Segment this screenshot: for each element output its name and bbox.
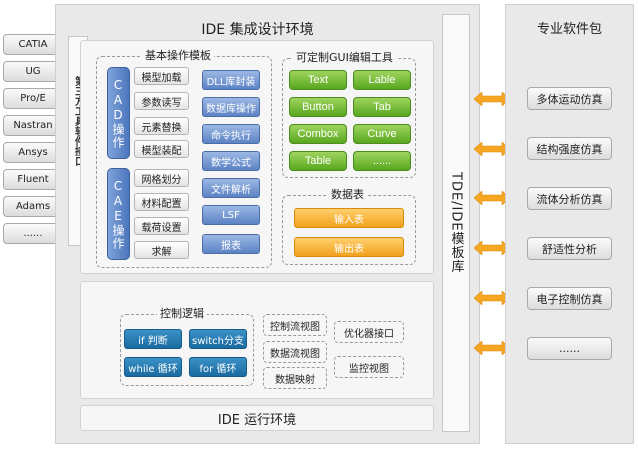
- cad-item-model-assembly[interactable]: 模型装配: [134, 140, 189, 158]
- view-control-flow[interactable]: 控制流视图: [263, 314, 327, 336]
- software-item-structural[interactable]: 结构强度仿真: [527, 137, 612, 160]
- control-item-for[interactable]: for 循环: [189, 357, 247, 377]
- gui-item-text[interactable]: Text: [289, 70, 347, 90]
- tool-button-adams[interactable]: Adams: [3, 196, 63, 217]
- blue-item-file-parse[interactable]: 文件解析: [202, 178, 260, 198]
- tool-button-ug[interactable]: UG: [3, 61, 63, 82]
- gui-item-table[interactable]: Table: [289, 151, 347, 171]
- blue-item-database[interactable]: 数据库操作: [202, 97, 260, 117]
- ide-runtime-bar: IDE 运行环境: [80, 405, 434, 431]
- data-table-input[interactable]: 输入表: [294, 208, 404, 228]
- control-item-if[interactable]: if 判断: [124, 329, 182, 349]
- software-packages-title: 专业软件包: [536, 22, 602, 37]
- gui-item-more[interactable]: ......: [353, 151, 411, 171]
- gui-item-combox[interactable]: Combox: [289, 124, 347, 144]
- double-arrow-icon: [474, 191, 510, 205]
- template-library-bar: TDE/IDE模板库: [442, 14, 470, 432]
- third-party-interface-label: 第三方工具软件接口: [72, 76, 84, 166]
- cad-item-model-load[interactable]: 模型加载: [134, 67, 189, 85]
- control-item-while[interactable]: while 循环: [124, 357, 182, 377]
- gui-tools-title: 可定制GUI编辑工具: [293, 49, 396, 65]
- cad-operations-tab[interactable]: CAD操作: [107, 67, 130, 159]
- gui-item-button[interactable]: Button: [289, 97, 347, 117]
- double-arrow-icon: [474, 142, 510, 156]
- tool-button-ansys[interactable]: Ansys: [3, 142, 63, 163]
- software-item-comfort[interactable]: 舒适性分析: [527, 237, 612, 260]
- control-item-switch[interactable]: switch分支: [189, 329, 247, 349]
- data-table-title: 数据表: [328, 186, 367, 202]
- software-item-fluid[interactable]: 流体分析仿真: [527, 187, 612, 210]
- software-item-multibody[interactable]: 多体运动仿真: [527, 87, 612, 110]
- cad-item-element-replace[interactable]: 元素替换: [134, 117, 189, 135]
- blue-item-dll[interactable]: DLL库封装: [202, 70, 260, 90]
- tool-button-more[interactable]: ......: [3, 223, 63, 244]
- double-arrow-icon: [474, 241, 510, 255]
- software-item-electronic[interactable]: 电子控制仿真: [527, 287, 612, 310]
- cae-item-material[interactable]: 材料配置: [134, 193, 189, 211]
- view-optimizer-interface[interactable]: 优化器接口: [334, 321, 404, 343]
- cae-item-load[interactable]: 载荷设置: [134, 217, 189, 235]
- cae-item-solve[interactable]: 求解: [134, 241, 189, 259]
- view-data-mapping[interactable]: 数据映射: [263, 367, 327, 389]
- gui-item-curve[interactable]: Curve: [353, 124, 411, 144]
- double-arrow-icon: [474, 291, 510, 305]
- tool-button-fluent[interactable]: Fluent: [3, 169, 63, 190]
- blue-item-lsf[interactable]: LSF: [202, 205, 260, 225]
- view-data-flow[interactable]: 数据流视图: [263, 341, 327, 363]
- tool-button-nastran[interactable]: Nastran: [3, 115, 63, 136]
- blue-item-report[interactable]: 报表: [202, 234, 260, 254]
- blue-item-math[interactable]: 数学公式: [202, 151, 260, 171]
- gui-item-lable[interactable]: Lable: [353, 70, 411, 90]
- software-item-more[interactable]: ......: [527, 337, 612, 360]
- view-monitor[interactable]: 监控视图: [334, 356, 404, 378]
- tool-button-catia[interactable]: CATIA: [3, 34, 63, 55]
- data-table-output[interactable]: 输出表: [294, 237, 404, 257]
- blue-item-command[interactable]: 命令执行: [202, 124, 260, 144]
- software-packages-panel: [505, 4, 634, 444]
- tool-button-proe[interactable]: Pro/E: [3, 88, 63, 109]
- third-party-tool-list: CATIA UG Pro/E Nastran Ansys Fluent Adam…: [3, 34, 63, 248]
- double-arrow-icon: [474, 341, 510, 355]
- cad-item-param-rw[interactable]: 参数读写: [134, 92, 189, 110]
- cae-operations-tab[interactable]: CAE操作: [107, 168, 130, 260]
- basic-templates-title: 基本操作模板: [142, 47, 214, 63]
- cae-item-meshing[interactable]: 网格划分: [134, 169, 189, 187]
- control-logic-title: 控制逻辑: [157, 305, 207, 321]
- ide-title: IDE 集成设计环境: [201, 22, 314, 38]
- gui-item-tab[interactable]: Tab: [353, 97, 411, 117]
- template-library-label: TDE/IDE模板库: [448, 172, 464, 274]
- double-arrow-icon: [474, 92, 510, 106]
